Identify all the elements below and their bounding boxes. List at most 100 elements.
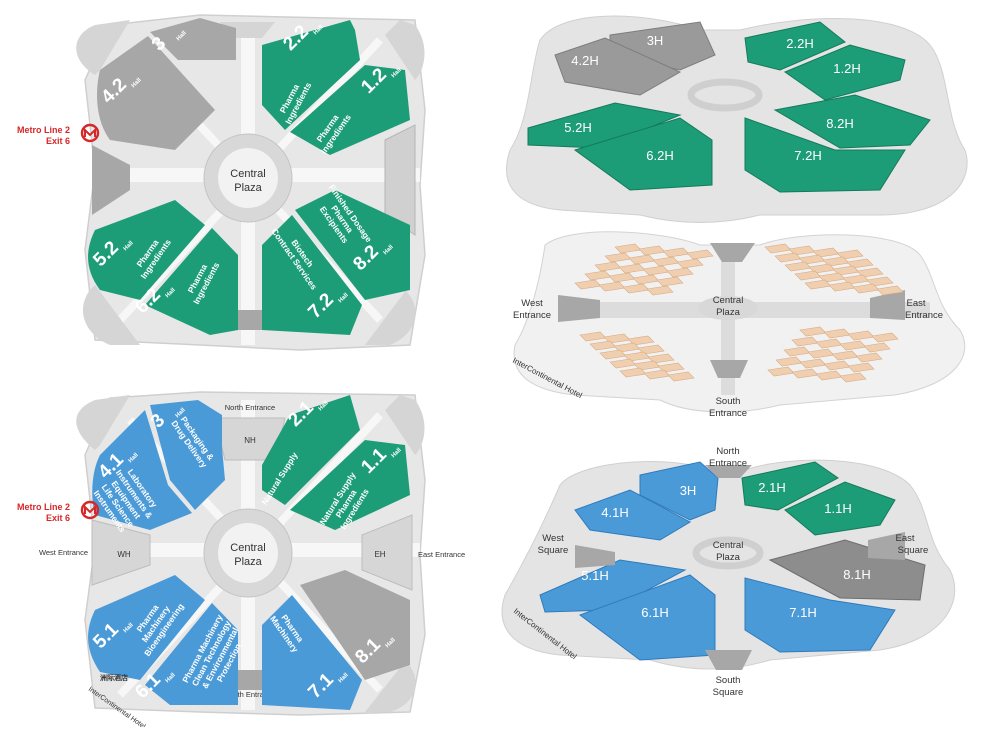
eh-block[interactable] bbox=[361, 514, 413, 591]
upper-corner-sw bbox=[82, 285, 140, 345]
west-entrance-label: West Entrance bbox=[39, 548, 88, 557]
upper-east-wedge bbox=[384, 124, 416, 236]
iso-lower-east-wedge bbox=[868, 532, 905, 560]
booth-11 bbox=[666, 267, 694, 278]
lower-corner-ne bbox=[385, 395, 425, 455]
iso-middle-east-wedge bbox=[870, 290, 905, 320]
iso-upper-label-4: 5.2H bbox=[564, 120, 591, 135]
iso-hall-6-2h[interactable] bbox=[573, 117, 713, 191]
iso-lower-label-1: 4.1H bbox=[601, 505, 628, 520]
iso-lower-west-2: Square bbox=[538, 545, 569, 556]
lower-hall-4-1[interactable] bbox=[92, 410, 192, 530]
eh-label: EH bbox=[374, 550, 385, 559]
booth-74 bbox=[839, 372, 867, 383]
lower-metro-exit: Exit 6 bbox=[46, 513, 70, 523]
iso-hall-2-1h[interactable] bbox=[741, 461, 839, 511]
upper-plaza bbox=[218, 148, 278, 208]
iso-upper-label-6: 8.2H bbox=[826, 116, 853, 131]
booth-7 bbox=[676, 258, 704, 269]
iso-middle-east-1: East bbox=[906, 298, 925, 309]
east-entrance-label: East Entrance bbox=[418, 550, 465, 559]
booth-39 bbox=[876, 285, 904, 296]
iso-upper-labels: 3H4.2H2.2H1.2H5.2H6.2H8.2H7.2H bbox=[564, 33, 860, 163]
upper-hall-2-2[interactable] bbox=[262, 20, 360, 130]
lower-central-label-2: Plaza bbox=[234, 556, 262, 568]
iso-middle-south-wedge bbox=[710, 360, 748, 378]
iso-middle-plaza bbox=[698, 296, 758, 320]
iso-hall-1-2h[interactable] bbox=[783, 44, 906, 101]
upper-corner-nw bbox=[76, 20, 130, 75]
iso-middle-west-1: West bbox=[521, 298, 543, 309]
iso-upper-label-0: 3H bbox=[647, 33, 664, 48]
iso-middle-north-wedge bbox=[710, 243, 755, 262]
iso-hall-7-1h[interactable] bbox=[744, 577, 896, 653]
iso-lower-east-2: Square bbox=[898, 545, 929, 556]
upper-hall-4-2[interactable] bbox=[97, 36, 215, 150]
iso-middle-west-wedge bbox=[558, 295, 600, 322]
iso-hall-6-1h[interactable] bbox=[578, 574, 716, 661]
iso-middle-east-2: Entrance bbox=[905, 310, 943, 321]
upper-central-label-2: Plaza bbox=[234, 182, 262, 194]
upper-hall-1-2[interactable] bbox=[290, 65, 410, 155]
iso-hall-7-2h[interactable] bbox=[744, 117, 906, 193]
upper-west-wedge bbox=[92, 145, 130, 215]
lower-hall-6-1[interactable] bbox=[145, 603, 238, 705]
iso-upper-label-5: 6.2H bbox=[646, 148, 673, 163]
wh-label: WH bbox=[117, 550, 131, 559]
iso-hall-4-2h[interactable] bbox=[554, 37, 682, 96]
iso-lower-west-1: West bbox=[542, 533, 564, 544]
booth-54 bbox=[667, 371, 695, 382]
iso-lower-label-3: 1.1H bbox=[824, 501, 851, 516]
lower-metro-line: Metro Line 2 bbox=[17, 502, 70, 512]
lower-hall-8-1[interactable] bbox=[300, 570, 410, 680]
lower-floor-plan: NH North Entrance WH West Entrance EH Ea… bbox=[17, 391, 465, 731]
iso-hall-2-2h[interactable] bbox=[744, 21, 846, 71]
upper-hall-6-2[interactable] bbox=[145, 228, 238, 335]
booth-70 bbox=[847, 362, 875, 373]
iso-lower-label-7: 8.1H bbox=[843, 567, 870, 582]
lower-hall-5-1[interactable] bbox=[88, 575, 205, 680]
iso-lower-floor: North Entrance West Square East Square S… bbox=[501, 446, 956, 698]
iso-lower-ring bbox=[692, 536, 764, 570]
iso-lower-label-0: 3H bbox=[680, 483, 697, 498]
lower-hall-1-1[interactable] bbox=[290, 440, 410, 530]
iso-upper-ring bbox=[687, 78, 763, 112]
iso-lower-west-wedge bbox=[575, 545, 615, 568]
iso-hall-4-1h[interactable] bbox=[574, 489, 692, 541]
upper-hall-7-2[interactable] bbox=[262, 215, 362, 335]
nh-label: NH bbox=[244, 436, 256, 445]
upper-corner-ne bbox=[385, 20, 425, 80]
iso-upper-label-7: 7.2H bbox=[794, 148, 821, 163]
iso-upper-label-2: 2.2H bbox=[786, 36, 813, 51]
iso-lower-south-2: Square bbox=[713, 687, 744, 698]
lower-hall-2-1[interactable] bbox=[262, 395, 360, 505]
lower-hall-7-1[interactable] bbox=[262, 595, 362, 710]
iso-lower-central-1: Central bbox=[713, 540, 744, 551]
iso-lower-label-2: 2.1H bbox=[758, 480, 785, 495]
upper-hall-5-2[interactable] bbox=[88, 200, 205, 300]
upper-hall-3[interactable] bbox=[150, 18, 236, 60]
iso-upper-label-3: 1.2H bbox=[833, 61, 860, 76]
wh-block[interactable] bbox=[91, 519, 151, 586]
booth-66 bbox=[855, 352, 883, 363]
iso-hall-1-1h[interactable] bbox=[784, 481, 896, 536]
south-entrance-label: South Entrance bbox=[224, 690, 276, 699]
lower-hall-3[interactable] bbox=[150, 400, 225, 510]
iso-middle-south-1: South bbox=[716, 396, 741, 407]
iso-hall-8-2h[interactable] bbox=[773, 94, 931, 149]
iso-lower-south-wedge bbox=[705, 650, 752, 670]
upper-metro-exit: Exit 6 bbox=[46, 136, 70, 146]
booth-19 bbox=[646, 285, 674, 296]
iso-lower-east-1: East bbox=[895, 533, 914, 544]
upper-hall-8-2[interactable] bbox=[295, 190, 410, 300]
iso-lower-north-1: North bbox=[716, 446, 739, 457]
booth-15 bbox=[656, 276, 684, 287]
iso-middle-central-1: Central bbox=[713, 295, 744, 306]
iso-lower-south-1: South bbox=[716, 675, 741, 686]
iso-lower-north-wedge bbox=[705, 465, 752, 478]
lower-corner-se bbox=[365, 655, 416, 712]
iso-middle-central-2: Plaza bbox=[716, 307, 740, 318]
